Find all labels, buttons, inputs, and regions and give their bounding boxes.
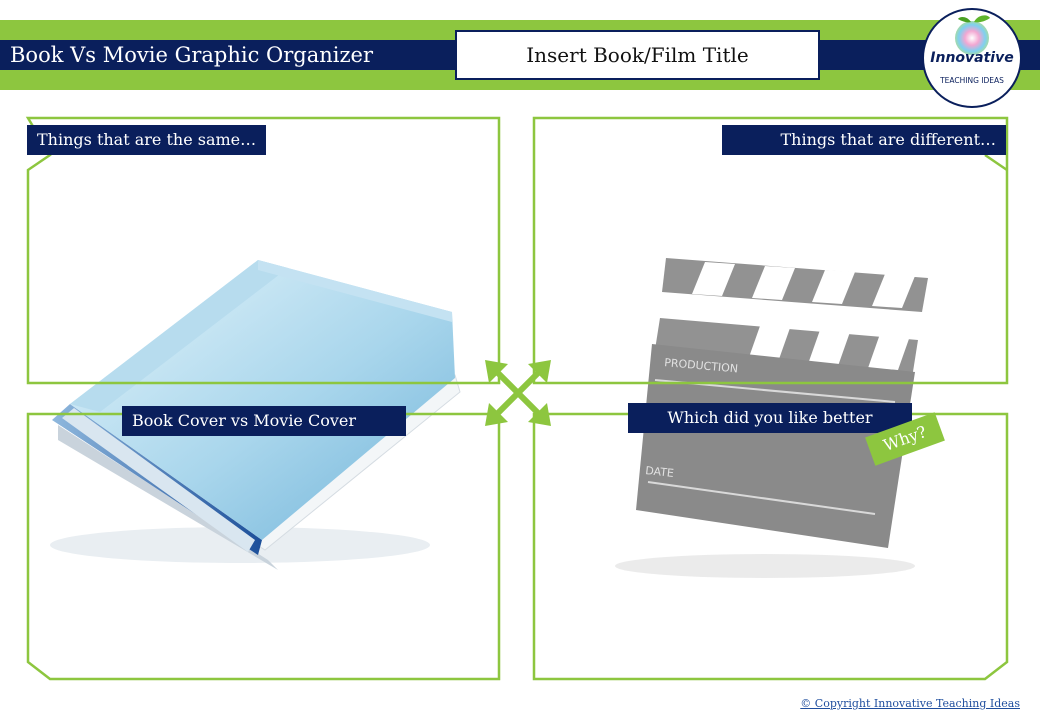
logo-wordmark: Innovative <box>930 50 1014 66</box>
different-label: Things that are different… <box>722 125 1006 155</box>
page-title: Book Vs Movie Graphic Organizer <box>10 43 374 67</box>
better-label: Which did you like better <box>628 403 912 433</box>
copyright-link[interactable]: © Copyright Innovative Teaching Ideas <box>800 697 1020 710</box>
same-label: Things that are the same… <box>27 125 267 155</box>
clapperboard-icon <box>615 258 928 578</box>
quadrant-different-notch <box>984 153 1008 172</box>
book-film-title-box[interactable]: Insert Book/Film Title <box>455 30 820 80</box>
four-way-arrow-icon <box>485 360 551 426</box>
apple-logo-icon <box>955 15 990 55</box>
innovative-teaching-ideas-logo: Innovative TEACHING IDEAS <box>922 8 1022 108</box>
quadrant-different-frame <box>532 116 1009 385</box>
clapper-production-label: PRODUCTION <box>664 356 739 375</box>
quadrant-cover-frame <box>26 412 501 681</box>
cover-label: Book Cover vs Movie Cover <box>122 406 406 436</box>
quadrant-same-frame <box>25 116 501 385</box>
clapper-date-label: DATE <box>645 464 675 480</box>
logo-subtitle: TEACHING IDEAS <box>940 76 1004 85</box>
